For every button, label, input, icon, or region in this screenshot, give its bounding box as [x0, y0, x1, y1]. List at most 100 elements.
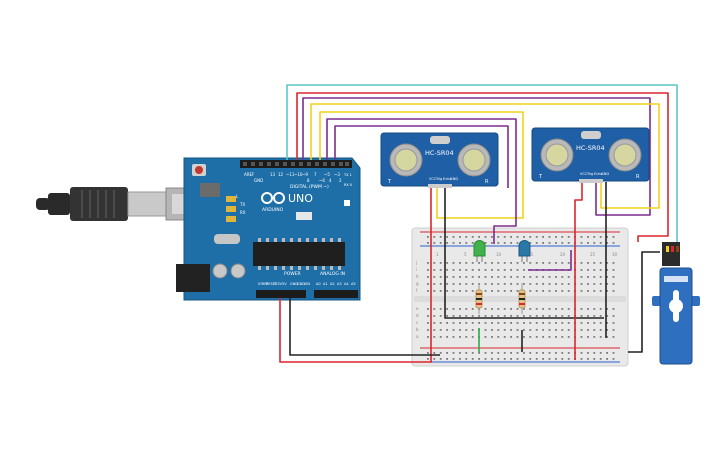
breadboard-hole [587, 315, 589, 317]
breadboard-hole [535, 236, 538, 238]
capacitor [212, 263, 228, 279]
breadboard-hole [478, 269, 480, 271]
breadboard-hole [580, 315, 583, 317]
breadboard-hole [606, 358, 608, 360]
breadboard-hole [535, 322, 538, 324]
breadboard-hole [459, 308, 461, 310]
analog-header-label: ANALOG IN [320, 271, 345, 277]
breadboard-hole [465, 308, 468, 310]
digital-pin-2: 2 [339, 178, 342, 183]
breadboard-hole [529, 290, 532, 292]
breadboard-hole [465, 269, 468, 271]
digital-pin-1: TX 1 [343, 173, 352, 177]
breadboard-hole [510, 276, 512, 278]
breadboard-hole [580, 242, 583, 244]
ultrasonic-sensor-2: HC-SR04 T R VCC Trig Echo GND [531, 127, 650, 183]
breadboard-hole [542, 242, 544, 244]
breadboard-hole [433, 262, 436, 264]
breadboard-hole [491, 236, 493, 238]
breadboard-hole [452, 283, 455, 285]
breadboard-hole [567, 336, 570, 338]
breadboard-hole [535, 336, 538, 338]
breadboard-hole [433, 358, 436, 360]
breadboard-hole [446, 352, 448, 354]
breadboard-hole [535, 283, 538, 285]
breadboard-hole [606, 352, 608, 354]
breadboard-hole [510, 283, 512, 285]
power-pin-3v3: 3.3V [274, 282, 283, 286]
breadboard-hole [497, 315, 500, 317]
wire-sensor2-echo [302, 97, 651, 216]
breadboard-hole [561, 283, 564, 285]
breadboard-hole [529, 329, 532, 331]
breadboard-hole [523, 315, 525, 317]
breadboard-hole [439, 322, 442, 324]
breadboard-hole [484, 290, 487, 292]
breadboard-hole [471, 290, 474, 292]
servo-motor [652, 242, 700, 365]
breadboard-hole [491, 308, 493, 310]
breadboard-hole [612, 262, 615, 264]
breadboard-hole [491, 290, 493, 292]
breadboard-hole [542, 290, 544, 292]
breadboard-hole [427, 329, 429, 331]
breadboard-hole [561, 352, 564, 354]
breadboard-hole [497, 269, 500, 271]
breadboard-hole [471, 276, 474, 278]
breadboard-hole [516, 358, 519, 360]
breadboard-hole [484, 308, 487, 310]
breadboard-hole [548, 308, 551, 310]
digital-pin-0: RX 0 [344, 183, 352, 187]
breadboard-hole [459, 236, 461, 238]
breadboard-hole [439, 269, 442, 271]
breadboard-hole [542, 352, 544, 354]
breadboard-hole [599, 315, 602, 317]
aref-label: AREF [244, 172, 255, 177]
breadboard-hole [599, 336, 602, 338]
breadboard-hole [452, 242, 455, 244]
breadboard-hole [587, 290, 589, 292]
breadboard-hole [491, 315, 493, 317]
breadboard-hole [433, 283, 436, 285]
breadboard-hole [471, 236, 474, 238]
breadboard-hole [516, 315, 519, 317]
breadboard-hole [478, 315, 480, 317]
breadboard-hole [446, 336, 448, 338]
breadboard-hole [535, 315, 538, 317]
crystal [214, 234, 240, 244]
breadboard-hole [510, 236, 512, 238]
breadboard-hole [523, 322, 525, 324]
breadboard-hole [497, 283, 500, 285]
breadboard-hole [587, 283, 589, 285]
breadboard-hole [484, 358, 487, 360]
breadboard-hole [580, 276, 583, 278]
column-number: 30 [612, 252, 618, 257]
breadboard-hole [529, 352, 532, 354]
breadboard-hole [548, 358, 551, 360]
breadboard-hole [478, 262, 480, 264]
breadboard-hole [612, 329, 615, 331]
breadboard-hole [491, 242, 493, 244]
breadboard-hole [427, 315, 429, 317]
breadboard-hole [535, 308, 538, 310]
breadboard-hole [535, 358, 538, 360]
row-letter: g [416, 281, 419, 286]
breadboard-hole [497, 242, 500, 244]
breadboard-hole [491, 276, 493, 278]
breadboard-hole [529, 276, 532, 278]
column-number: 1 [436, 252, 439, 257]
breadboard-hole [471, 308, 474, 310]
breadboard-hole [478, 358, 480, 360]
breadboard-hole [535, 276, 538, 278]
breadboard-hole [446, 283, 448, 285]
digital-pin-3: ~3 [334, 172, 340, 177]
breadboard-hole [484, 315, 487, 317]
breadboard-hole [484, 352, 487, 354]
atmega-chip [253, 242, 345, 266]
breadboard-hole [503, 262, 506, 264]
breadboard-hole [612, 352, 615, 354]
breadboard-hole [529, 358, 532, 360]
power-pin-gnd1: GND [290, 282, 298, 286]
breadboard-hole [497, 352, 500, 354]
breadboard-hole [446, 242, 448, 244]
